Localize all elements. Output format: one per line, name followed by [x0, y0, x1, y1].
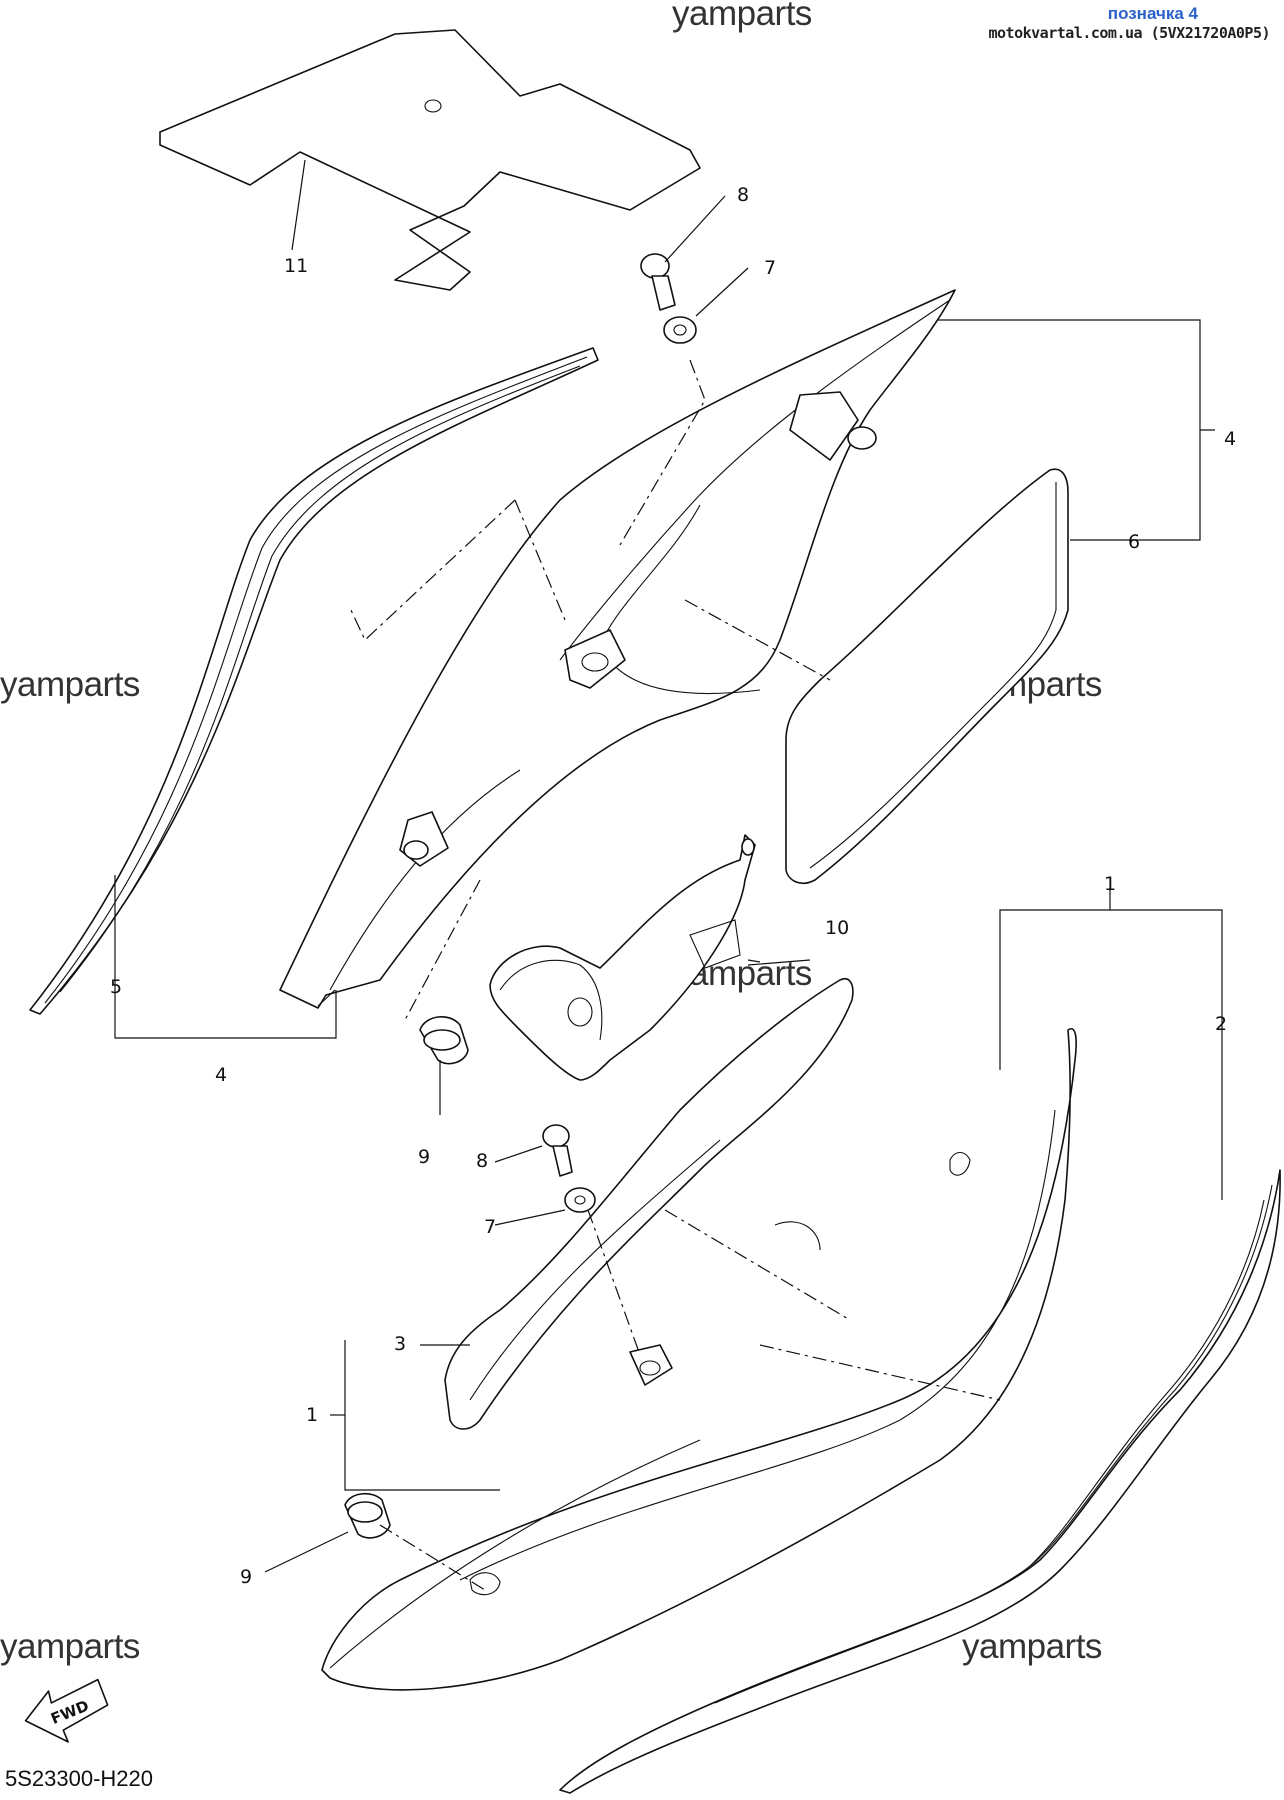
- part-4-upper-side-cover: [279, 289, 956, 1009]
- callout-2: 2: [1215, 1013, 1227, 1035]
- callout-7-top: 7: [764, 257, 776, 279]
- diagram-code: 5S23300-H220: [5, 1766, 153, 1791]
- callout-5: 5: [110, 976, 122, 998]
- part-3-inner-panel: [444, 978, 854, 1430]
- fwd-arrow-icon: FWD: [24, 1678, 109, 1743]
- header-source: motokvartal.com.ua (5VX21720A0P5): [988, 24, 1270, 42]
- header-label: позначка 4: [1107, 4, 1198, 23]
- part-8-screw-upper: [640, 253, 676, 311]
- watermark-left: yamparts: [0, 665, 140, 704]
- watermark-bottom-right: yamparts: [962, 1627, 1102, 1666]
- callout-4-left: 4: [215, 1064, 227, 1086]
- part-2-right-stripe: [559, 1169, 1281, 1794]
- callout-9-bottom: 9: [240, 1566, 252, 1588]
- watermark-bottom-left: yamparts: [0, 1627, 140, 1666]
- assembly-lines: [349, 359, 1001, 1591]
- part-8-screw-lower: [542, 1124, 573, 1177]
- part-10-bracket: [489, 834, 756, 1081]
- watermark-top: yamparts: [672, 0, 812, 33]
- part-6-side-plate: [785, 468, 1069, 885]
- part-9-grommet-lower: [344, 1492, 391, 1539]
- callout-6: 6: [1128, 531, 1140, 553]
- part-5-left-stripe: [29, 347, 599, 1015]
- callout-3: 3: [394, 1333, 406, 1355]
- callout-11: 11: [284, 255, 308, 277]
- callout-1-left: 1: [306, 1404, 318, 1426]
- part-7-washer-upper: [663, 316, 697, 344]
- part-9-grommet-upper: [419, 1016, 469, 1065]
- callout-1-top: 1: [1104, 873, 1116, 895]
- callout-7-bottom: 7: [484, 1216, 496, 1238]
- callout-9-top: 9: [418, 1146, 430, 1168]
- callout-10: 10: [825, 917, 849, 939]
- callout-4-right: 4: [1224, 428, 1236, 450]
- part-11-pad: [159, 29, 701, 291]
- part-1-lower-side-cover: [321, 1028, 1077, 1691]
- part-7-washer-lower: [564, 1187, 596, 1213]
- callout-8-top: 8: [737, 184, 749, 206]
- callout-8-bottom: 8: [476, 1150, 488, 1172]
- leader-lines: [114, 159, 1223, 1573]
